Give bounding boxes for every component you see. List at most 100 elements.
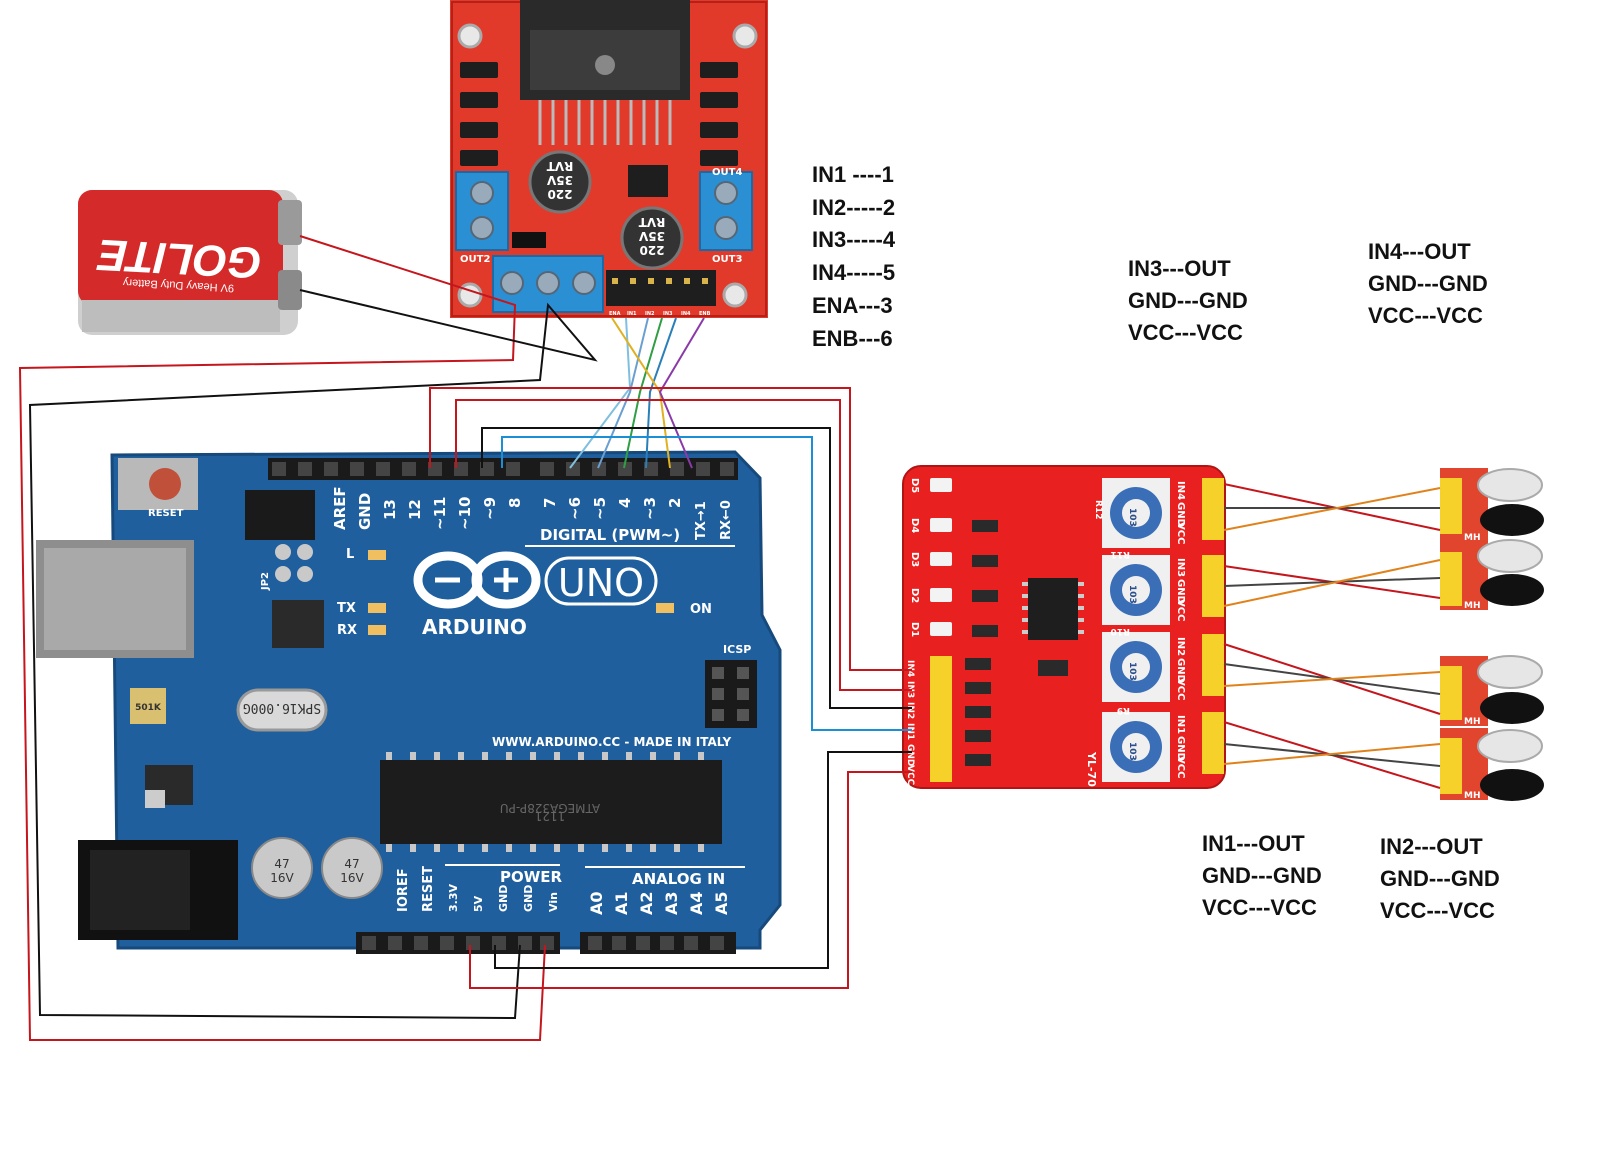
capacitor-2: 47 16V: [321, 837, 383, 899]
on-label: ON: [690, 602, 712, 617]
sensor-model: YL-70: [1085, 751, 1098, 787]
motor-driver-board: 220 35V RVT 220 35V RVT OUT2 OUT3 OUT4: [450, 0, 768, 318]
jp2-label: JP2: [260, 572, 271, 591]
svg-text:2: 2: [666, 498, 684, 508]
svg-text:GND: GND: [497, 885, 510, 912]
svg-text:IN2: IN2: [645, 311, 655, 317]
osc-text: 501K: [135, 703, 162, 713]
arduino-uno-board: RESET AREF GND 13 12 ~11 ~10 ~9 8 7 ~: [36, 450, 782, 954]
mounting-hole: [722, 282, 748, 308]
svg-text:Vin: Vin: [547, 892, 560, 912]
svg-text:~6: ~6: [566, 497, 584, 520]
wire-ir4-vcc: [1223, 487, 1441, 531]
terminal-out1: [455, 171, 509, 251]
label-out4: OUT4: [712, 167, 742, 178]
svg-text:AREF: AREF: [331, 486, 349, 530]
ir-module-1: MH: [1440, 468, 1544, 543]
svg-text:MH: MH: [1464, 601, 1481, 611]
crystal: [236, 688, 328, 732]
svg-text:GND: GND: [1175, 736, 1186, 761]
svg-text:VCC---VCC: VCC---VCC: [1128, 320, 1243, 345]
battery-type: 9V Heavy Duty Battery: [122, 276, 234, 294]
svg-text:103: 103: [1127, 508, 1137, 527]
wire-pin11: [429, 387, 912, 671]
ir-module-2: MH: [1440, 539, 1544, 611]
atmega-chip: ATMEGA328P-PU 1121: [380, 752, 722, 852]
note-driver-5: ENA---3: [812, 293, 893, 318]
ir-module-3: MH: [1440, 655, 1544, 727]
svg-text:A3: A3: [662, 891, 681, 915]
svg-text:VCC: VCC: [1175, 522, 1186, 544]
wire-pin9: [481, 427, 912, 709]
wire-pin10: [455, 399, 912, 691]
regulator: [628, 165, 668, 197]
arduino-logo: [413, 551, 541, 609]
header-left: [930, 656, 952, 782]
svg-text:IN2: IN2: [905, 702, 915, 719]
svg-text:IN3: IN3: [1175, 558, 1186, 577]
svg-text:GND---GND: GND---GND: [1128, 288, 1248, 313]
reset-label: RESET: [148, 508, 184, 519]
svg-text:VCC: VCC: [905, 765, 915, 786]
svg-text:R12: R12: [1093, 500, 1103, 519]
svg-text:R10: R10: [1111, 626, 1130, 636]
svg-text:ENB: ENB: [699, 311, 711, 317]
ir-emitter: [1477, 655, 1543, 689]
svg-text:D3: D3: [909, 552, 920, 567]
note-driver-4: IN4-----5: [812, 260, 895, 285]
wire-vcc: [469, 771, 912, 989]
wire-battery-positive: [18, 235, 546, 1041]
svg-text:MH: MH: [1464, 791, 1481, 801]
svg-text:GND: GND: [905, 744, 915, 766]
wire-gnd: [494, 751, 912, 969]
svg-text:16V: 16V: [270, 871, 294, 885]
note-driver-6: ENB---6: [812, 326, 893, 351]
power-label: POWER: [500, 868, 563, 886]
url-label: WWW.ARDUINO.CC - MADE IN ITALY: [492, 735, 732, 749]
tx-label: TX: [337, 601, 356, 616]
svg-text:~11: ~11: [431, 497, 449, 530]
svg-text:GND: GND: [1175, 502, 1186, 527]
svg-text:MH: MH: [1464, 717, 1481, 727]
svg-text:VCC: VCC: [1175, 599, 1186, 621]
icsp-header-usb: [245, 490, 315, 540]
svg-text:A5: A5: [712, 891, 731, 915]
wire-battery-negative: [28, 289, 598, 1020]
svg-text:35V: 35V: [638, 229, 665, 243]
svg-text:12: 12: [406, 499, 424, 520]
battery: GOLITE 9V Heavy Duty Battery: [78, 190, 302, 335]
svg-text:IN4: IN4: [905, 660, 915, 677]
svg-text:VCC---VCC: VCC---VCC: [1368, 303, 1483, 328]
svg-text:GND: GND: [522, 885, 535, 912]
ir-module-4: MH: [1440, 728, 1544, 801]
ir-emitter: [1477, 729, 1543, 763]
wire-ir1-vcc: [1223, 743, 1441, 765]
svg-text:7: 7: [541, 498, 559, 508]
power-header: [356, 932, 560, 954]
svg-text:A2: A2: [637, 891, 656, 915]
svg-text:IN1: IN1: [905, 723, 915, 740]
note-driver-3: IN3-----4: [812, 227, 896, 252]
svg-text:5V: 5V: [472, 895, 485, 912]
sensor-notes-top-left: IN3---OUT GND---GND VCC---VCC: [1128, 256, 1248, 345]
capacitor-1: 47 16V: [251, 837, 313, 899]
svg-text:103: 103: [1127, 662, 1137, 681]
svg-text:103: 103: [1127, 742, 1137, 761]
svg-text:IN1: IN1: [1175, 715, 1186, 734]
wire-in4: [645, 317, 677, 469]
battery-brand: GOLITE: [95, 230, 263, 288]
svg-text:IN3: IN3: [663, 311, 673, 317]
ir-receiver: [1480, 574, 1544, 606]
svg-text:R9: R9: [1117, 705, 1130, 715]
led-l-label: L: [346, 547, 354, 562]
comparator-chip: [1028, 578, 1078, 640]
svg-text:~5: ~5: [591, 497, 609, 520]
pot-r9: [1102, 712, 1170, 782]
analog-label: ANALOG IN: [632, 870, 725, 888]
ir-receiver: [1480, 692, 1544, 724]
svg-text:13: 13: [381, 499, 399, 520]
svg-text:35V: 35V: [546, 173, 573, 187]
reset-button[interactable]: [149, 468, 181, 500]
svg-text:RX←0: RX←0: [719, 500, 734, 540]
